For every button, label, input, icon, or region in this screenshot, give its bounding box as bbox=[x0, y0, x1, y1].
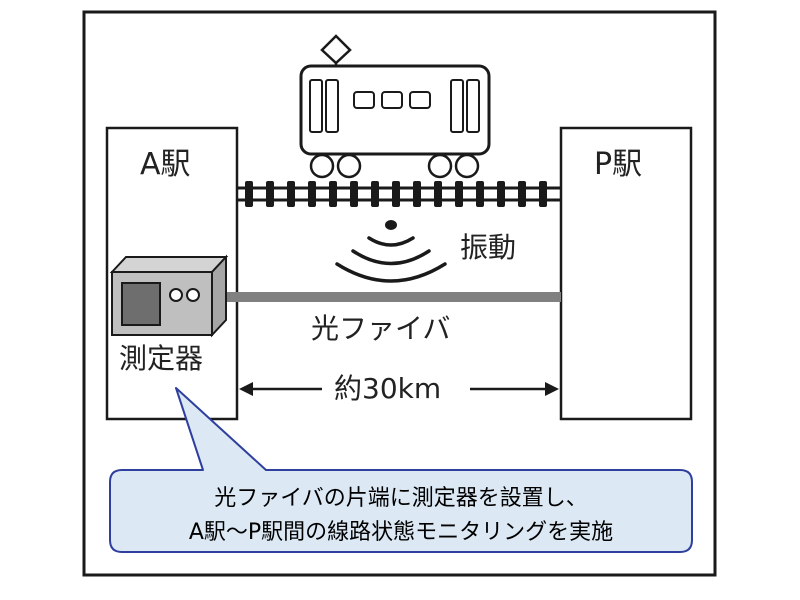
vibration-label: 振動 bbox=[460, 231, 517, 264]
track-sleeper bbox=[497, 181, 505, 207]
track-sleepers bbox=[245, 181, 547, 207]
railway-track bbox=[237, 181, 561, 207]
track-sleeper bbox=[287, 181, 295, 207]
optical-fiber-label: 光ファイバ bbox=[311, 312, 451, 345]
station-p-box bbox=[559, 126, 693, 421]
track-sleeper bbox=[245, 181, 253, 207]
callout-line-2: A駅～P駅間の線路状態モニタリングを実施 bbox=[188, 520, 614, 545]
track-sleeper bbox=[371, 181, 379, 207]
track-sleeper bbox=[539, 181, 547, 207]
station-p-label: P駅 bbox=[594, 147, 643, 182]
track-sleeper bbox=[518, 181, 526, 207]
track-sleeper bbox=[413, 181, 421, 207]
track-sleeper bbox=[392, 181, 400, 207]
train-icon bbox=[299, 34, 491, 179]
track-sleeper bbox=[476, 181, 484, 207]
track-sleeper bbox=[455, 181, 463, 207]
track-sleeper bbox=[308, 181, 316, 207]
vibration-icon bbox=[335, 220, 447, 283]
track-sleeper bbox=[329, 181, 337, 207]
callout-line-1: 光ファイバの片端に測定器を設置し、 bbox=[214, 486, 588, 511]
device-label: 測定器 bbox=[119, 342, 204, 375]
callout-text: 光ファイバの片端に測定器を設置し、 A駅～P駅間の線路状態モニタリングを実施 bbox=[110, 476, 692, 548]
distance-arrow bbox=[239, 382, 559, 396]
measuring-device-icon bbox=[109, 254, 229, 338]
track-sleeper bbox=[434, 181, 442, 207]
distance-label: 約30km bbox=[334, 372, 442, 405]
callout-bubble bbox=[109, 387, 693, 553]
track-sleeper bbox=[350, 181, 358, 207]
track-sleeper bbox=[266, 181, 274, 207]
station-a-label: A駅 bbox=[140, 147, 191, 182]
